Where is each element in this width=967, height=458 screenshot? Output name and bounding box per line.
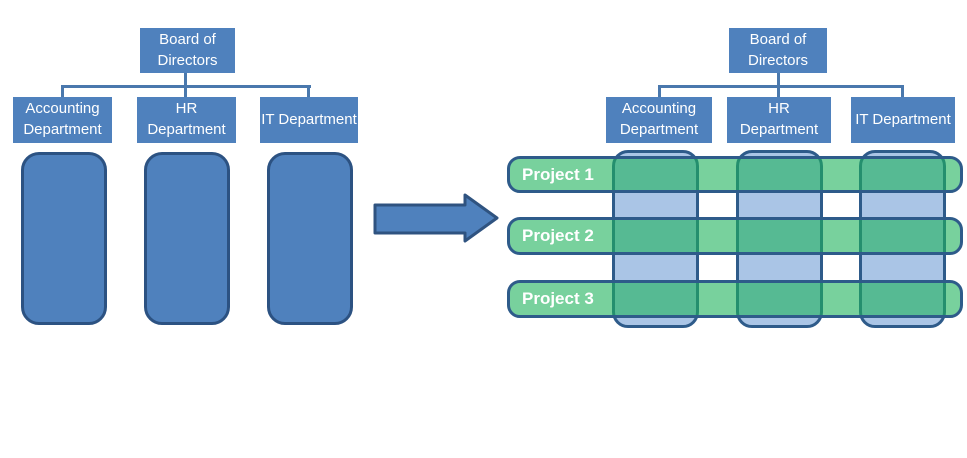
- transform-arrow-icon: [373, 193, 499, 243]
- connector-line: [184, 85, 187, 97]
- department-silo-shape-hr: [144, 152, 230, 325]
- department-silo-shape-accounting: [21, 152, 107, 325]
- connector-line: [777, 73, 780, 87]
- project-bar-1: Project 1: [507, 156, 963, 193]
- connector-line: [307, 85, 310, 97]
- department-box-it: IT Department: [260, 97, 358, 143]
- connector-line: [184, 73, 187, 87]
- connector-line: [658, 85, 904, 88]
- connector-line: [901, 85, 904, 97]
- department-box-hr: HR Department: [727, 97, 831, 143]
- project-bar-label: Project 1: [522, 164, 594, 184]
- project-bar-label: Project 2: [522, 226, 594, 245]
- connector-line: [658, 85, 661, 97]
- department-box-it: IT Department: [851, 97, 955, 143]
- department-silo-shape-it: [267, 152, 353, 325]
- department-box-accounting: Accounting Department: [606, 97, 712, 143]
- board-of-directors-box: Board of Directors: [729, 28, 827, 73]
- department-box-hr: HR Department: [137, 97, 236, 143]
- project-bar-label: Project 3: [522, 289, 594, 308]
- department-box-accounting: Accounting Department: [13, 97, 112, 143]
- board-of-directors-box: Board of Directors: [140, 28, 235, 73]
- project-bar-3: Project 3: [507, 280, 963, 318]
- connector-line: [61, 85, 64, 97]
- project-bar-2: Project 2: [507, 217, 963, 255]
- connector-line: [777, 85, 780, 97]
